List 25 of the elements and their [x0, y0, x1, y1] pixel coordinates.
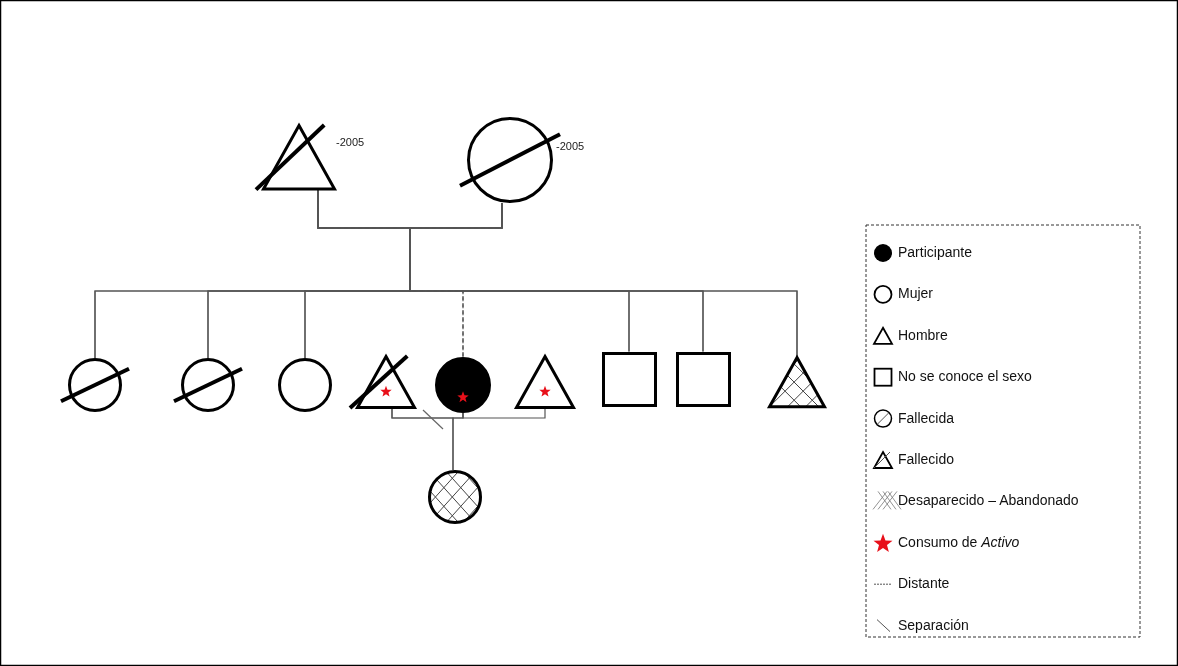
- participant-symbol: [435, 357, 491, 413]
- legend-label: No se conoce el sexo: [898, 368, 1032, 385]
- legend-label: Hombre: [898, 326, 948, 343]
- legend-label: Separación: [898, 616, 969, 633]
- relationship-line: [452, 412, 464, 471]
- unknown-sex-symbol: [675, 351, 731, 407]
- relationship-line: [462, 408, 546, 419]
- legend-label: Mujer: [898, 285, 933, 302]
- male-symbol: [515, 355, 575, 409]
- unknown-sex-symbol: [601, 351, 657, 407]
- female-symbol: [60, 358, 130, 412]
- legend-label: Consumo de Activo: [898, 533, 1020, 550]
- legend-label: Fallecido: [898, 451, 955, 467]
- legend-label: Participante: [898, 244, 972, 260]
- distant-relationship-line: [317, 189, 464, 358]
- male-symbol: [768, 355, 826, 409]
- female-symbol: [278, 358, 332, 412]
- legend-label: Distante: [898, 575, 950, 592]
- female-symbol: [428, 470, 482, 524]
- legend-label: Fallecida: [898, 409, 955, 426]
- year-label: -2005: [336, 136, 365, 148]
- year-label: -2005: [556, 140, 585, 152]
- legend-label: Desaparecido – Abandonado: [898, 492, 1079, 509]
- distant-relationship-line: [409, 202, 503, 358]
- female-symbol: [173, 358, 243, 412]
